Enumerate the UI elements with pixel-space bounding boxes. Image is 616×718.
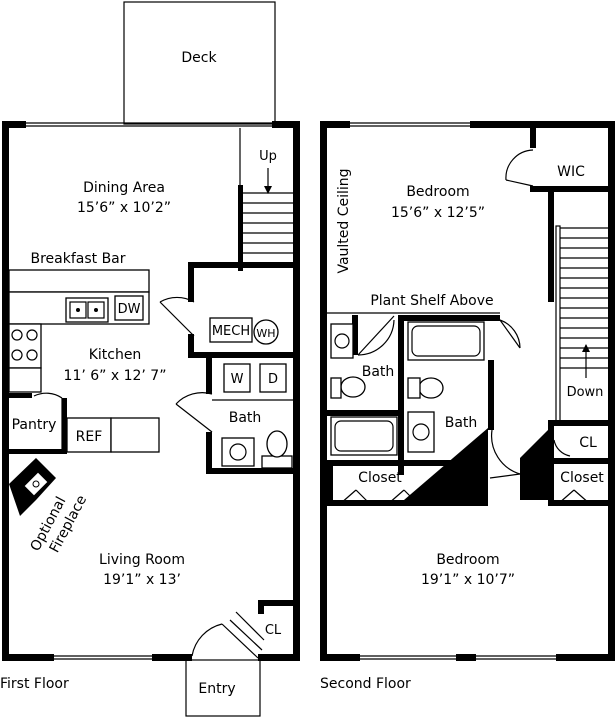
washer-label: W [231, 372, 244, 387]
first-floor-wall-bottom-mid [152, 654, 192, 661]
living-room-name: Living Room [99, 552, 185, 568]
plant-shelf-label: Plant Shelf Above [370, 293, 493, 309]
stairs-up [243, 192, 293, 264]
washer [223, 363, 251, 393]
water-heater [253, 319, 279, 345]
breakfast-bar [8, 269, 150, 293]
dryer-label: D [268, 372, 278, 387]
stair-up-label: Up [259, 149, 277, 164]
first-floor-wall-top-left [2, 121, 26, 128]
closet-left-label: Closet [358, 470, 402, 486]
vaulted-ceiling-label: Vaulted Ceiling [336, 168, 352, 273]
wic-label: WIC [557, 164, 585, 180]
first-floor-wall-right [293, 121, 300, 661]
toilet [266, 430, 288, 458]
entry-label: Entry [198, 681, 235, 697]
bath-right-label: Bath [445, 415, 478, 431]
mech-box [209, 317, 253, 343]
bedroom-upper-name: Bedroom [406, 184, 469, 200]
kitchen-name: Kitchen [89, 347, 142, 363]
second-floor: Vaulted Ceiling Bedroom 15’6” x 12’5” WI… [320, 121, 615, 692]
mech-label: MECH [212, 324, 250, 339]
dishwasher [114, 295, 144, 321]
bath-left-label: Bath [362, 364, 395, 380]
living-room-dims: 19’1” x 13’ [103, 572, 181, 588]
first-floor-bath-label: Bath [229, 410, 262, 426]
first-floor-wall-top-right [272, 121, 300, 128]
water-heater-label: WH [256, 327, 275, 340]
tub-left [330, 416, 398, 456]
first-floor: Deck Up Dining Area 15’6” x 10’2” Breakf… [0, 1, 300, 717]
refrigerator [66, 417, 112, 453]
dining-area-name: Dining Area [83, 180, 165, 196]
dining-area-dims: 15’6” x 10’2” [77, 200, 171, 216]
coat-closet-label: CL [265, 623, 282, 638]
first-floor-wall-bottom-left [2, 654, 54, 661]
closet-right-label: Closet [560, 470, 604, 486]
bedroom-lower-dims: 19’1” x 10’7” [421, 572, 515, 588]
first-floor-wall-bottom-right [258, 654, 300, 661]
deck-outline [123, 1, 276, 125]
stairs-down [560, 227, 608, 369]
kitchen-counter-lower [110, 417, 160, 453]
bedroom-lower-name: Bedroom [436, 552, 499, 568]
stair-down-label: Down [567, 385, 604, 400]
bedroom-upper-dims: 15’6” x 12’5” [391, 205, 485, 221]
dryer [259, 363, 287, 393]
refrigerator-label: REF [76, 429, 103, 445]
kitchen-dims: 11’ 6” x 12’ 7” [64, 368, 167, 384]
second-floor-caption: Second Floor [320, 676, 411, 692]
tub-right [407, 321, 485, 361]
dishwasher-label: DW [118, 302, 141, 317]
fireplace [9, 458, 56, 516]
breakfast-bar-label: Breakfast Bar [30, 251, 125, 267]
first-floor-wall-left [2, 121, 9, 661]
pantry-label: Pantry [12, 417, 57, 433]
deck-label: Deck [181, 50, 217, 66]
first-floor-caption: First Floor [0, 676, 69, 692]
linen-closet-label: CL [579, 435, 597, 451]
entry-outline [185, 659, 261, 717]
bath-sink [221, 437, 255, 467]
